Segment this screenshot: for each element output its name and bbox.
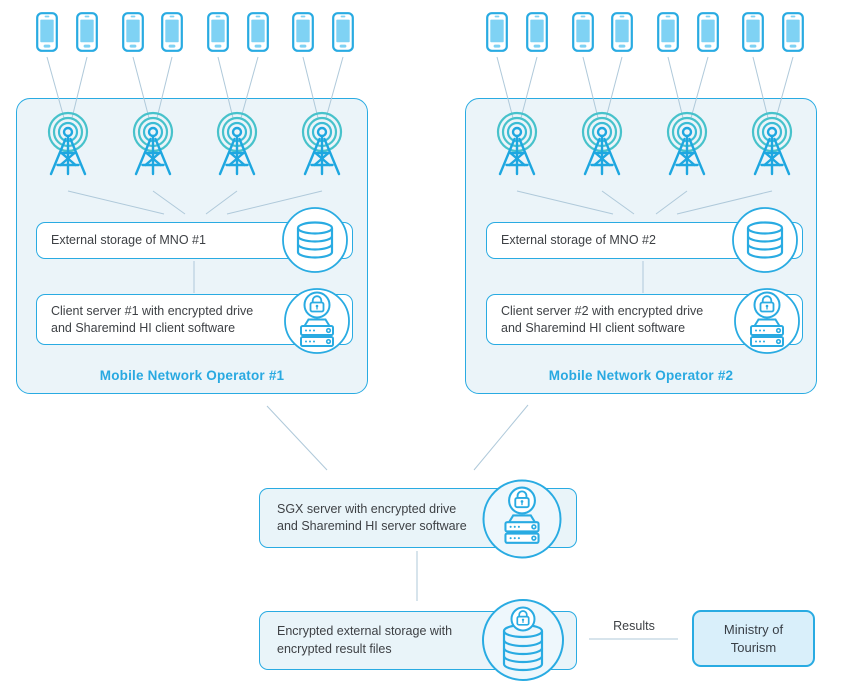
sgx-server-line2: and Sharemind HI server software (277, 519, 467, 533)
mno1-client-server-line2: and Sharemind HI client software (51, 320, 236, 335)
smartphone-icon (332, 12, 354, 52)
cell-tower-icon (742, 110, 802, 178)
cell-tower-icon (207, 110, 267, 178)
smartphone-icon (611, 12, 633, 52)
smartphone-icon (697, 12, 719, 52)
mno1-client-server-line1: Client server #1 with encrypted drive (51, 304, 254, 318)
ministry-line1: Ministry of (723, 621, 784, 637)
mno2-client-server-line1: Client server #2 with encrypted drive (501, 304, 704, 318)
smartphone-icon (292, 12, 314, 52)
smartphone-icon (782, 12, 804, 52)
mno2-client-server-line2: and Sharemind HI client software (501, 320, 686, 335)
cell-tower-icon (292, 110, 352, 178)
ministry-line2: Tourism (730, 639, 777, 655)
smartphone-icon (572, 12, 594, 52)
smartphone-icon (657, 12, 679, 52)
smartphone-icon (76, 12, 98, 52)
smartphone-icon (486, 12, 508, 52)
smartphone-icon (207, 12, 229, 52)
lock-server-icon (284, 288, 350, 354)
smartphone-icon (247, 12, 269, 52)
smartphone-icon (161, 12, 183, 52)
encrypted-storage-line1: Encrypted external storage with (277, 624, 453, 638)
cell-tower-icon (572, 110, 632, 178)
encrypted-storage-line2: encrypted result files (277, 641, 392, 656)
results-label: Results (613, 619, 655, 633)
cell-tower-icon (657, 110, 717, 178)
cell-tower-icon (123, 110, 183, 178)
cell-tower-icon (38, 110, 98, 178)
smartphone-icon (36, 12, 58, 52)
ministry-of-tourism-box: Ministry of Tourism (692, 610, 815, 667)
smartphone-icon (122, 12, 144, 52)
sgx-server-line1: SGX server with encrypted drive (277, 501, 457, 516)
database-icon (732, 207, 798, 273)
mno2-title: Mobile Network Operator #2 (548, 368, 734, 383)
cell-tower-icon (487, 110, 547, 178)
mno2-external-storage-label: External storage of MNO #2 (501, 233, 656, 248)
lock-server-icon (482, 479, 562, 559)
database-icon (282, 207, 348, 273)
lock-database-icon (482, 599, 564, 681)
smartphone-icon (742, 12, 764, 52)
lock-server-icon (734, 288, 800, 354)
mno1-title: Mobile Network Operator #1 (99, 368, 285, 383)
smartphone-icon (526, 12, 548, 52)
mno1-external-storage-label: External storage of MNO #1 (51, 233, 206, 248)
